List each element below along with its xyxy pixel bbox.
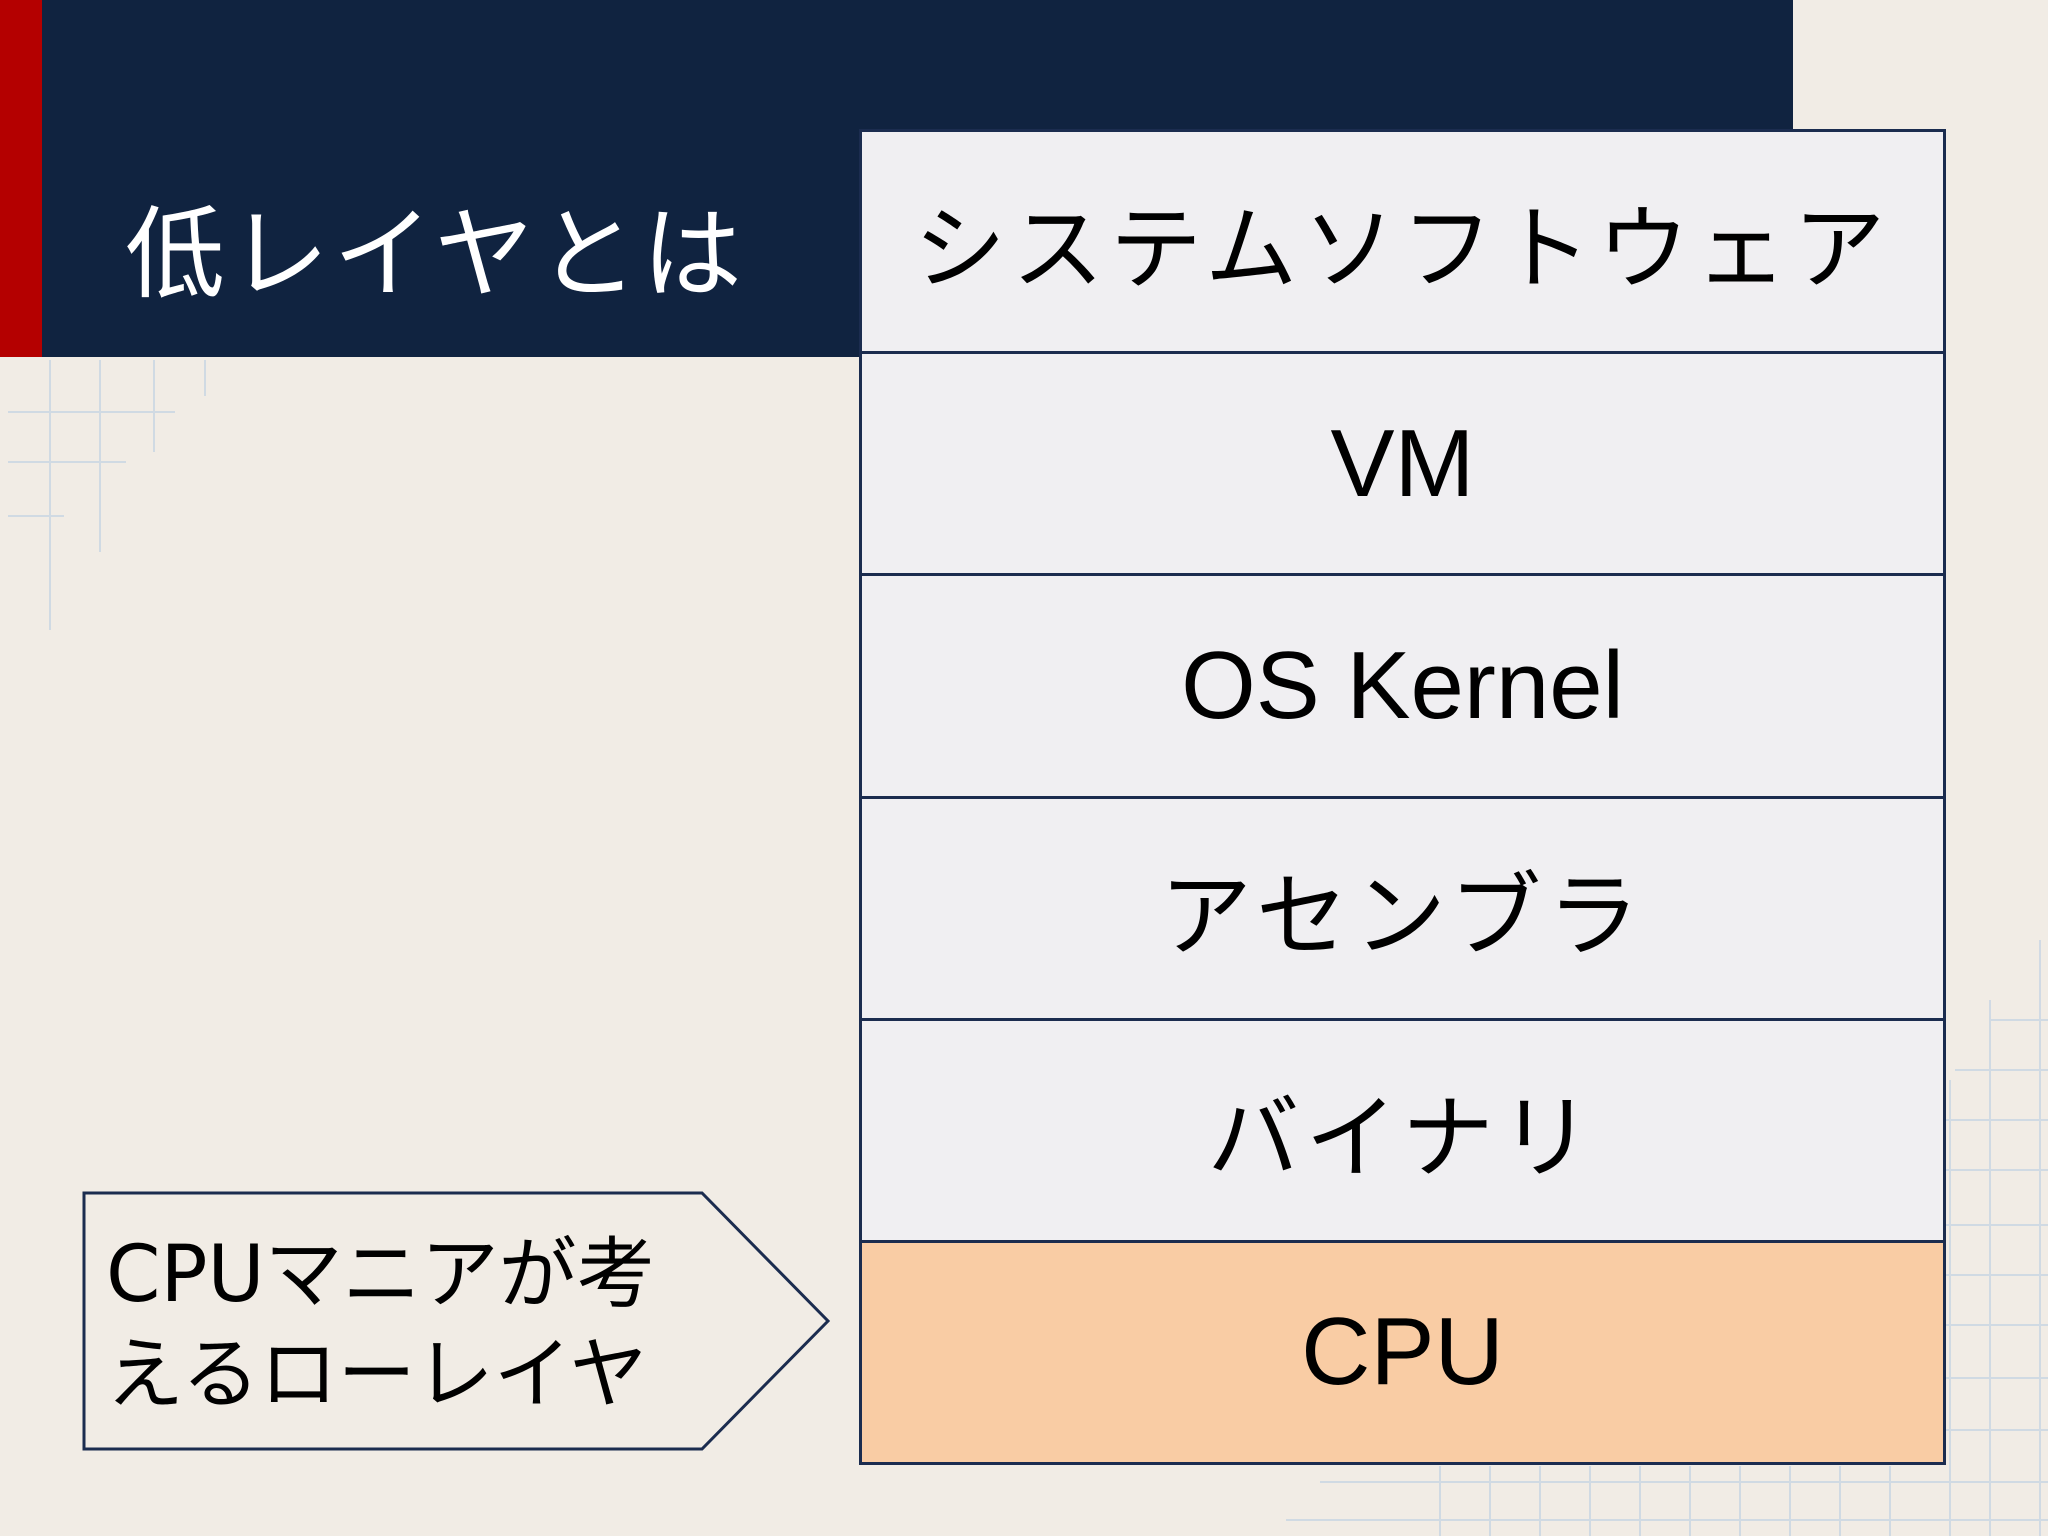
slide-title: 低レイヤとは — [125, 196, 746, 313]
callout-line-2: えるローレイヤ — [106, 1330, 648, 1420]
layer-label: CPU — [1301, 1298, 1504, 1406]
layer-cpu-highlighted: CPU — [862, 1242, 1943, 1463]
layer-label: VM — [1330, 409, 1475, 517]
callout-line-1: CPUマニアが考 — [106, 1230, 655, 1320]
layer-label: OS Kernel — [1181, 631, 1624, 739]
layer-assembler: アセンブラ — [862, 798, 1943, 1021]
layer-stack-diagram: システムソフトウェア VM OS Kernel アセンブラ バイナリ CPU — [859, 129, 1946, 1465]
layer-system-software: システムソフトウェア — [862, 132, 1943, 355]
layer-os-kernel: OS Kernel — [862, 576, 1943, 799]
callout-label: CPUマニアが考 えるローレイヤ — [106, 1225, 746, 1425]
layer-label: バイナリ — [1207, 1084, 1598, 1192]
layer-vm: VM — [862, 354, 1943, 577]
layer-label: システムソフトウェア — [913, 196, 1892, 304]
accent-red-strip — [0, 0, 42, 357]
layer-binary: バイナリ — [862, 1020, 1943, 1243]
callout-arrow-shape — [82, 1191, 831, 1451]
layer-label: アセンブラ — [1159, 862, 1646, 970]
